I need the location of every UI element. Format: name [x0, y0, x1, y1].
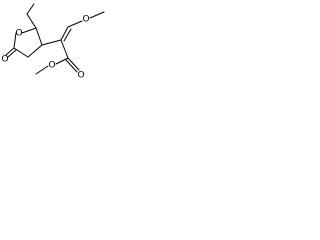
bond-c4-calpha [41, 39, 62, 46]
molecule-structure: O O O O O [1, 3, 105, 81]
bond-ester-o-methyl [35, 65, 49, 75]
bond-lactone-carbonyl-b [7, 49, 17, 58]
ring-oxygen-label: O [15, 29, 22, 39]
bond-ester-carbonyl-a [67, 57, 80, 71]
bond-ring-c5-o [21, 27, 37, 34]
ester-carbonyl-oxygen-label: O [77, 71, 84, 81]
bond-ring-o-c2 [13, 32, 17, 49]
bond-alkene-a [60, 26, 69, 41]
bond-ring-c3-c4 [27, 44, 43, 58]
bond-vinyl-o [67, 20, 83, 28]
methoxy-oxygen-label: O [82, 15, 89, 25]
bond-ester-carbonyl-b [65, 59, 78, 73]
bond-ring-c2-c3 [13, 47, 29, 58]
bond-ester-c-o [55, 57, 69, 65]
lactone-carbonyl-oxygen-label: O [1, 55, 8, 65]
bond-o-methyl-top [89, 11, 105, 19]
bond-ring-c4-c5 [35, 27, 43, 46]
bond-calpha-ester-c [60, 39, 69, 59]
bond-ethyl-ch3 [26, 3, 35, 15]
bond-lactone-carbonyl-a [5, 47, 15, 56]
ester-oxygen-label: O [48, 61, 55, 71]
bond-alkene-b [63, 28, 72, 42]
bond-ethyl-ch2 [26, 13, 37, 29]
